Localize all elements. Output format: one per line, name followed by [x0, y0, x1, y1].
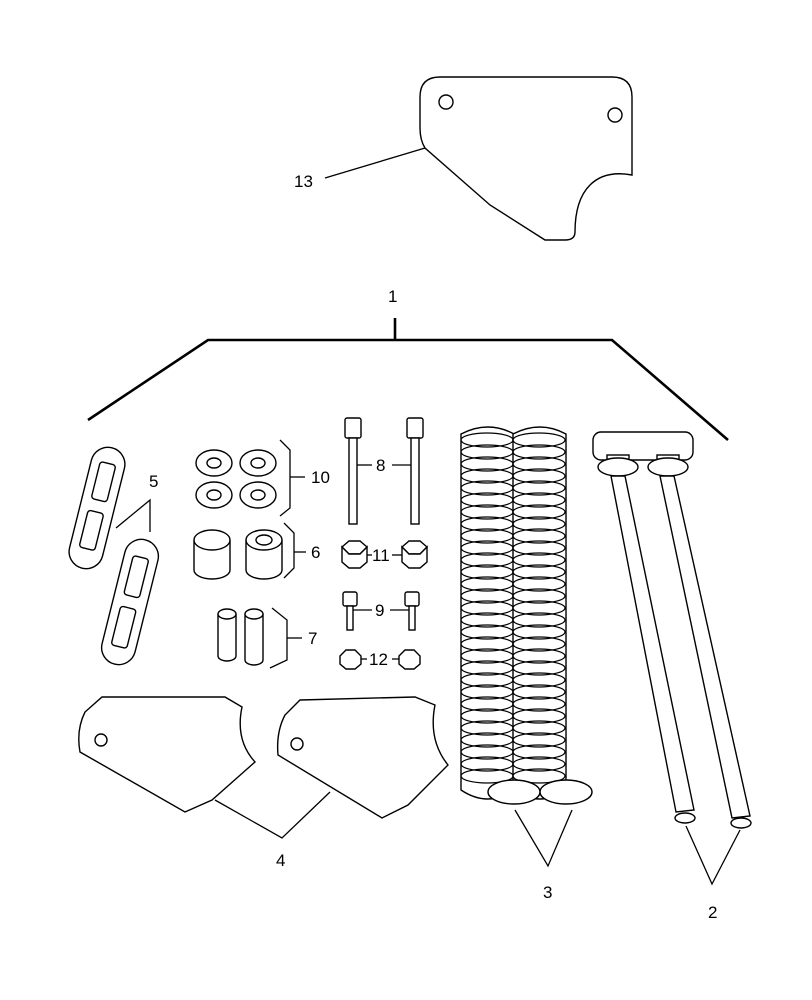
callout-10: 10: [311, 468, 330, 487]
kit-bracket-line: [87, 318, 729, 441]
callout-2: 2: [708, 903, 718, 922]
plate-parts: [78, 696, 449, 839]
callout-5: 5: [149, 472, 159, 491]
long-bolt-parts: [344, 417, 424, 525]
spring-coil: [512, 528, 566, 544]
spring-coil: [512, 552, 566, 568]
spring-coil: [512, 600, 566, 616]
spring-coil: [512, 444, 566, 460]
bracket-plate: [324, 76, 633, 241]
spring-coil: [512, 576, 566, 592]
spring-coil: [512, 768, 566, 784]
spring-coil: [512, 756, 566, 772]
rod-parts: [592, 431, 752, 886]
spring-coil: [512, 672, 566, 688]
spring-coil: [512, 708, 566, 724]
short-bolt-parts: [342, 591, 420, 631]
spring-coil: [512, 612, 566, 628]
spring-coil: [512, 588, 566, 604]
spring-coil: [512, 564, 566, 580]
callout-9: 9: [375, 601, 385, 620]
spring-parts: [460, 426, 593, 868]
spring-coil: [512, 492, 566, 508]
callout-6: 6: [311, 543, 321, 562]
spring-coil: [512, 540, 566, 556]
callout-3: 3: [543, 883, 553, 902]
spring-coil: [512, 720, 566, 736]
sleeve-parts: [68, 446, 160, 666]
callout-12: 12: [369, 650, 388, 669]
spring-coil: [512, 624, 566, 640]
spring-coil: [512, 516, 566, 532]
spacer-parts: [193, 522, 306, 580]
callout-8: 8: [376, 456, 386, 475]
small-nut-parts: [339, 649, 421, 670]
callout-11: 11: [372, 546, 390, 565]
washer-parts: [195, 439, 305, 517]
callout-4: 4: [276, 851, 286, 870]
bushing-parts: [217, 607, 302, 669]
callout-1: 1: [388, 287, 398, 306]
spring-coil: [512, 732, 566, 748]
spring-coil: [512, 480, 566, 496]
spring-coil: [512, 648, 566, 664]
callout-7: 7: [308, 629, 318, 648]
spring-coil: [512, 504, 566, 520]
spring-coil: [512, 432, 566, 448]
spring-coil: [512, 744, 566, 760]
spring-coil: [512, 684, 566, 700]
spring-coil: [512, 696, 566, 712]
large-nut-parts: [340, 540, 429, 569]
spring-coil: [512, 636, 566, 652]
callout-13: 13: [294, 172, 313, 191]
spring-coil: [512, 468, 566, 484]
spring-coil: [512, 456, 566, 472]
spring-coil: [512, 660, 566, 676]
